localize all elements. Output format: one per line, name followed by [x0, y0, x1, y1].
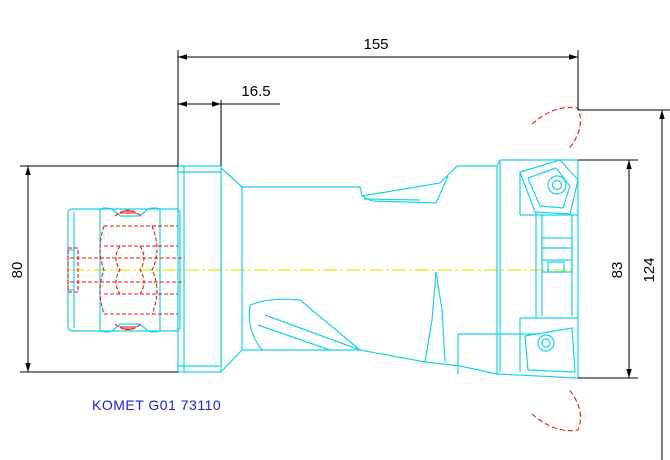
insert-screw-bottom: [537, 334, 555, 352]
dimension-16-5-label: 16.5: [241, 83, 270, 100]
insert-screw-top-inner: [551, 179, 563, 191]
dimension-overall-length: [177, 50, 579, 166]
dimension-shank-diameter: [20, 165, 178, 373]
dimension-head-height: [578, 159, 638, 379]
dimension-flange-width: [178, 100, 280, 166]
drive-key-bottom: [118, 326, 138, 331]
tool-flange: [177, 165, 222, 373]
cutting-arc-top: [531, 106, 581, 151]
dimension-83-label: 83: [609, 262, 626, 279]
tool-body: [220, 159, 579, 379]
insert-screw-bottom-inner: [541, 338, 551, 348]
cutting-arc-bottom: [531, 387, 581, 432]
tool-shank: [67, 207, 181, 333]
dimension-80-label: 80: [9, 262, 26, 279]
cutting-head: [519, 159, 579, 378]
dimension-124-label: 124: [641, 257, 658, 282]
hidden-features: [67, 209, 185, 331]
insert-screw-top: [547, 175, 567, 195]
dimension-cutting-diameter: [578, 109, 670, 460]
drive-key-top: [118, 209, 138, 214]
dimension-155-label: 155: [363, 36, 388, 53]
drawing-label: KOMET G01 73110: [92, 397, 221, 413]
